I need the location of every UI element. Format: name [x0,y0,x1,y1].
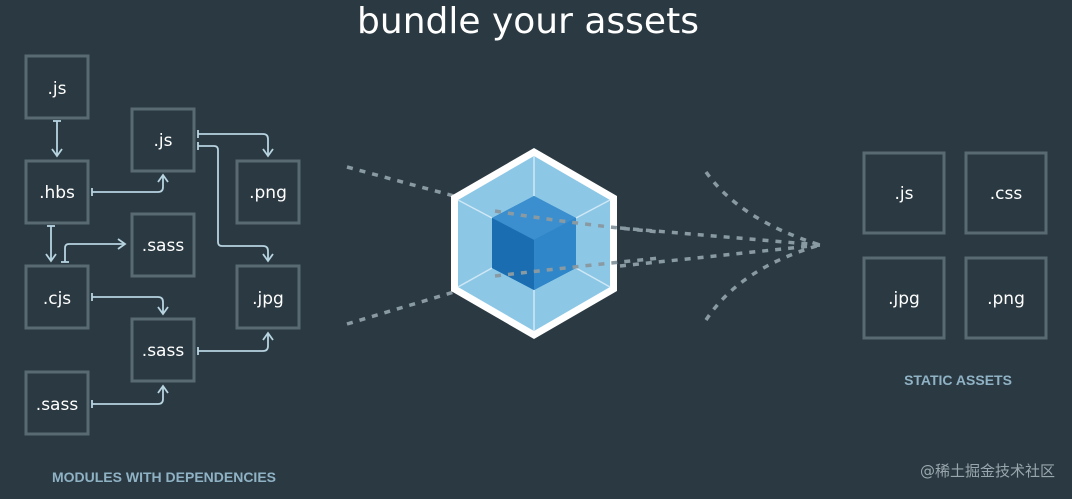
module-box-hbs: .hbs [24,159,90,225]
module-label: .js [48,79,67,99]
module-box-cjs: .cjs [24,264,90,330]
asset-box-png: .png [964,256,1048,340]
dependency-arrow-sass-to-sass [91,384,169,408]
dependency-arrow-cjs-to-sass-lower [91,293,169,316]
module-label: .jpg [252,289,284,309]
modules-caption: MODULES WITH DEPENDENCIES [52,469,276,485]
dependency-arrow-js-to-hbs [51,120,63,158]
asset-label: .js [895,184,914,204]
module-box-sass-lower: .sass [130,317,196,383]
module-box-js-top: .js [24,54,90,120]
dependency-arrow-sass-to-jpg [197,331,274,355]
outgoing-dotted-line-top [704,170,821,247]
through-dotted-line-top [494,209,661,234]
through-dotted-line-bottom [494,256,661,278]
module-label: .hbs [39,183,75,203]
asset-box-js: .js [862,151,946,235]
asset-label: .jpg [888,289,920,309]
dependency-arrow-js-to-jpg [197,142,274,263]
static-assets-caption: STATIC ASSETS [904,372,1012,388]
module-box-js-mid: .js [130,107,196,173]
module-box-sass-bottom: .sass [24,370,90,436]
asset-box-css: .css [964,151,1048,235]
dependency-arrow-hbs-to-cjs [45,225,57,263]
module-box-png: .png [235,159,301,225]
incoming-dotted-line-bottom [346,290,455,326]
asset-label: .png [987,289,1025,309]
incoming-dotted-line-top [346,165,455,198]
page-title: bundle your assets [357,1,699,42]
module-label: .cjs [43,289,71,309]
asset-label: .css [990,184,1023,204]
outgoing-dotted-line-mid-top [619,226,821,247]
outgoing-dotted-line-bottom [704,243,821,321]
asset-box-jpg: .jpg [862,256,946,340]
dependency-arrow-cjs-to-sass [61,238,127,263]
module-label: .sass [142,236,185,256]
module-label: .sass [36,395,79,415]
module-label: .sass [142,341,185,361]
webpack-cube-logo [451,148,617,339]
module-label: .js [154,131,173,151]
module-box-sass-upper: .sass [130,212,196,278]
module-box-jpg: .jpg [235,264,301,330]
module-label: .png [249,183,287,203]
dependency-arrow-hbs-to-js [91,173,169,196]
dependency-arrow-js-to-png [197,130,274,158]
watermark-text: @稀土掘金技术社区 [920,462,1055,480]
